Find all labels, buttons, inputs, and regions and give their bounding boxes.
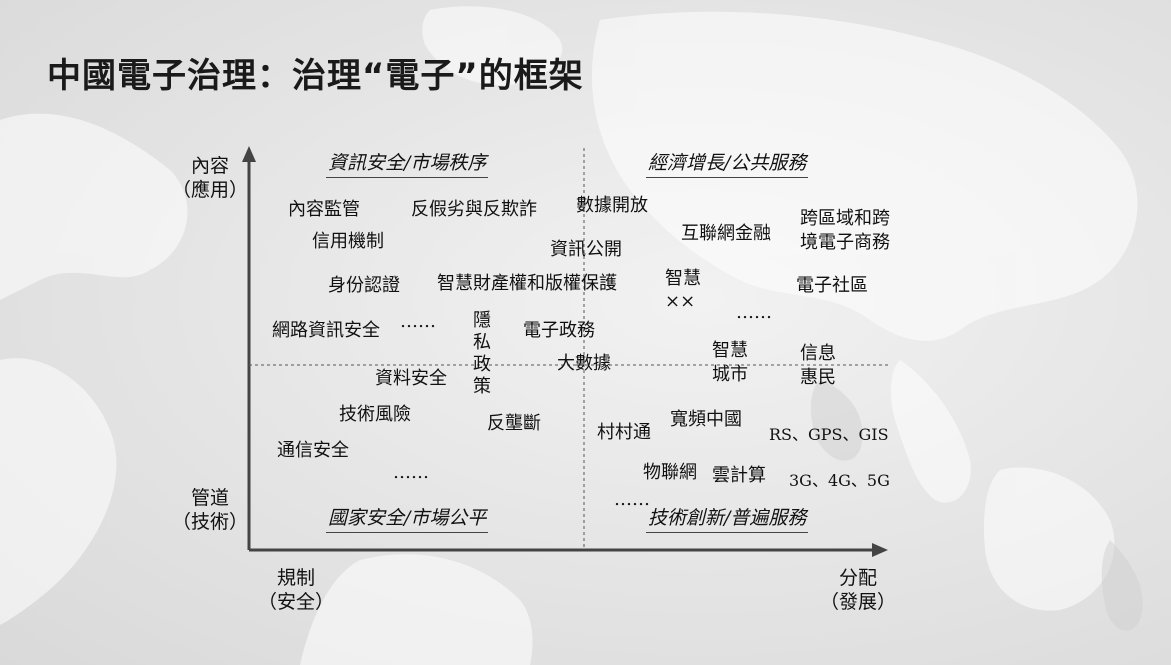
- y-bottom-line2: （技術）: [172, 511, 249, 533]
- item-network-security: 網路資訊安全: [272, 320, 380, 341]
- privacy-char-4: 策: [473, 376, 491, 397]
- item-info-benefit-2: 惠民: [800, 367, 836, 388]
- item-smart-city-1: 智慧: [712, 340, 748, 361]
- item-credit-mechanism: 信用機制: [312, 231, 384, 252]
- item-e-community: 電子社區: [796, 275, 868, 296]
- y-top-line2: （應用）: [172, 179, 249, 201]
- item-privacy-policy: 隱 私 政 策: [472, 310, 492, 398]
- item-identity-auth: 身份認證: [328, 275, 400, 296]
- x-axis-left-label: 規制 （安全）: [258, 566, 334, 614]
- x-right-line2: （發展）: [820, 591, 897, 613]
- item-cross-border-2: 境電子商務: [800, 232, 890, 253]
- item-village-access: 村村通: [597, 422, 651, 443]
- y-bottom-line1: 管道: [191, 487, 230, 509]
- item-big-data: 大數據: [557, 353, 611, 374]
- item-ellipsis-tl: ……: [400, 311, 436, 332]
- quadrant-top-right: 經濟增長/公共服務: [646, 151, 809, 178]
- item-tech-risk: 技術風險: [339, 404, 411, 425]
- quadrant-bottom-right: 技術創新/普遍服務: [646, 506, 809, 533]
- item-info-disclosure: 資訊公開: [550, 239, 622, 260]
- item-smart-city-2: 城市: [712, 364, 748, 385]
- y-axis-top-label: 內容 （應用）: [172, 154, 248, 202]
- item-open-data: 數據開放: [576, 195, 648, 216]
- item-anti-fake: 反假劣與反欺詐: [411, 199, 537, 220]
- item-smart-xx-1: 智慧: [665, 268, 701, 289]
- quadrant-top-left: 資訊安全/市場秩序: [326, 151, 489, 178]
- x-left-line1: 規制: [277, 567, 316, 589]
- privacy-char-2: 私: [473, 332, 491, 353]
- x-right-line1: 分配: [839, 567, 878, 589]
- item-internet-finance: 互聯網金融: [681, 223, 771, 244]
- item-ellipsis-br: ……: [614, 489, 650, 510]
- item-cloud-computing: 雲計算: [712, 465, 766, 486]
- item-ellipsis-bl: ……: [393, 462, 429, 483]
- x-axis-arrow: [872, 543, 888, 557]
- item-info-benefit-1: 信息: [800, 343, 836, 364]
- item-rs-gps-gis: RS、GPS、GIS: [769, 425, 889, 444]
- item-ellipsis-tr: ……: [736, 302, 772, 323]
- item-content-monitoring: 內容監管: [288, 199, 360, 220]
- item-cross-border-1: 跨區域和跨: [800, 208, 890, 229]
- y-top-line1: 內容: [191, 155, 230, 177]
- item-ip-protection: 智慧財產權和版權保護: [437, 273, 617, 294]
- item-comm-security: 通信安全: [277, 440, 349, 461]
- item-iot: 物聯網: [643, 462, 697, 483]
- y-axis-arrow: [242, 146, 256, 162]
- item-e-government: 電子政務: [523, 320, 595, 341]
- item-broadband-china: 寬頻中國: [670, 409, 742, 430]
- privacy-char-3: 政: [473, 354, 491, 375]
- x-left-line2: （安全）: [258, 591, 335, 613]
- quadrant-bottom-left: 國家安全/市場公平: [326, 506, 489, 533]
- item-data-security: 資料安全: [375, 368, 447, 389]
- privacy-char-1: 隱: [473, 310, 491, 331]
- page-title: 中國電子治理：治理“電子”的框架: [47, 56, 584, 96]
- y-axis-bottom-label: 管道 （技術）: [172, 486, 248, 534]
- item-mobile-gen: 3G、4G、5G: [789, 471, 890, 490]
- item-anti-monopoly: 反壟斷: [487, 413, 541, 434]
- item-smart-xx-2: ××: [665, 291, 696, 312]
- x-axis-right-label: 分配 （發展）: [820, 566, 896, 614]
